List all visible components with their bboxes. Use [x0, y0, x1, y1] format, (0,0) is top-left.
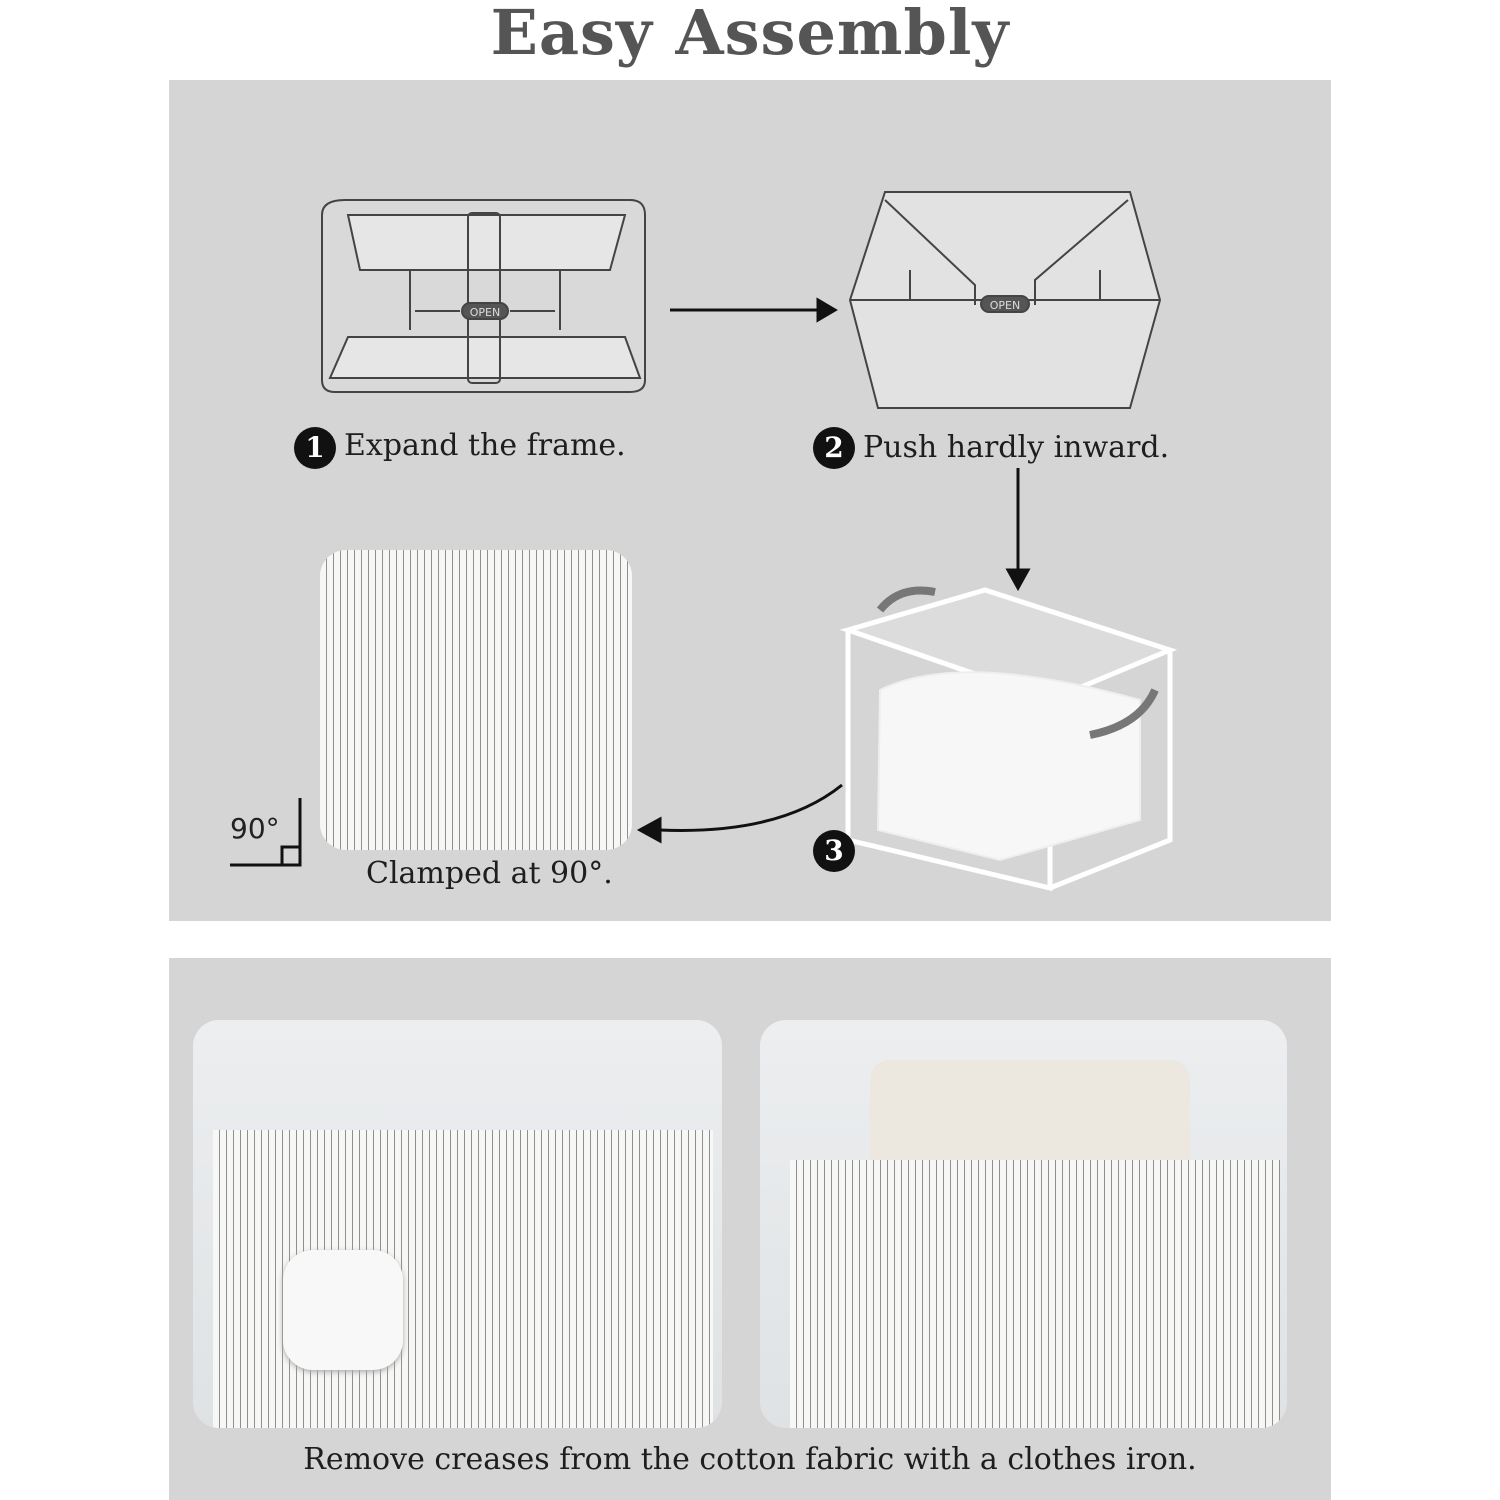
arrow-down-icon: [1005, 468, 1031, 592]
step-2-badge: 2: [813, 427, 855, 469]
folded-clothes-basket-photo: [760, 1020, 1287, 1428]
clothes-iron: [283, 1250, 403, 1370]
push-inward-diagram: OPEN: [848, 191, 1162, 409]
ironing-basket-photo: [193, 1020, 722, 1428]
arrow-left-curved-icon: [636, 783, 843, 844]
step-1-caption: Expand the frame.: [344, 428, 626, 463]
step-1-badge: 1: [294, 427, 336, 469]
angle-label: 90°: [230, 812, 280, 845]
step-3-badge: 3: [813, 830, 855, 872]
step-2-caption: Push hardly inward.: [863, 430, 1170, 465]
step-3-caption: Clamped at 90°.: [366, 856, 613, 891]
clamped-corner-photo: [320, 550, 632, 850]
open-label: OPEN: [470, 306, 500, 319]
page-title: Easy Assembly: [490, 0, 1010, 69]
right-angle-icon: [230, 798, 302, 867]
assembled-box-illustration: [839, 586, 1178, 892]
expand-frame-diagram: OPEN: [321, 199, 646, 393]
bottom-caption: Remove creases from the cotton fabric wi…: [303, 1442, 1197, 1477]
arrow-right-icon: [670, 297, 838, 323]
open-label: OPEN: [990, 299, 1020, 312]
striped-basket: [790, 1160, 1280, 1428]
